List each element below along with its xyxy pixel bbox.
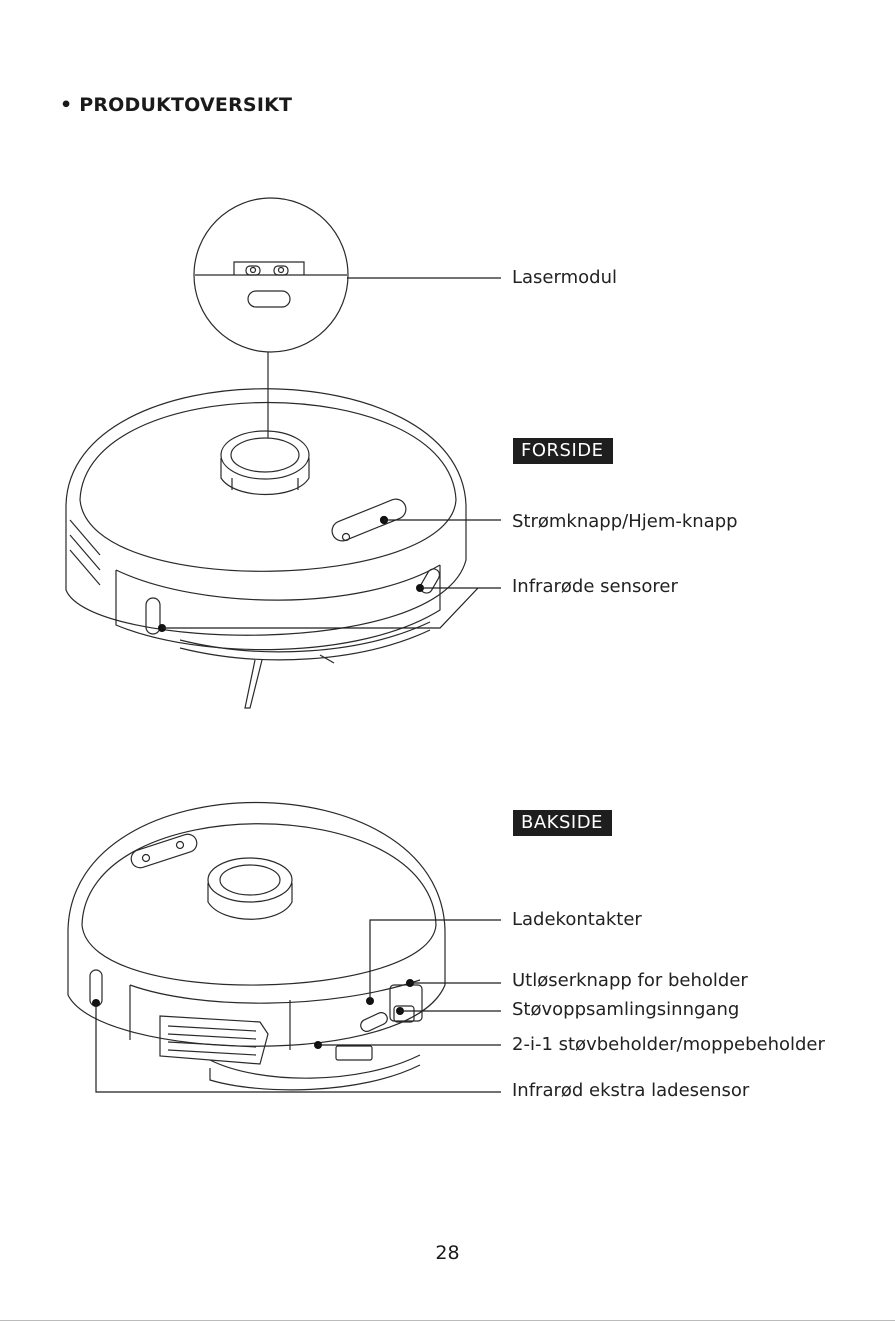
label-ir-aux-sensor: Infrarød ekstra ladesensor	[512, 1082, 749, 1100]
tag-forside: FORSIDE	[513, 438, 613, 464]
tag-bakside: BAKSIDE	[513, 810, 612, 836]
label-laser-module: Lasermodul	[512, 269, 617, 287]
robot-front-illustration	[0, 0, 895, 760]
label-dust-bin: 2-i-1 støvbeholder/moppebeholder	[512, 1036, 825, 1054]
front-callouts	[158, 278, 501, 632]
label-bin-release: Utløserknapp for beholder	[512, 972, 748, 990]
label-ir-sensors: Infrarøde sensorer	[512, 578, 678, 596]
label-charge-contacts: Ladekontakter	[512, 911, 642, 929]
back-callouts	[92, 920, 501, 1092]
robot-back-body	[68, 803, 445, 1090]
robot-front-body	[66, 389, 466, 708]
bottom-rule	[0, 1320, 895, 1321]
label-dust-inlet: Støvoppsamlingsinngang	[512, 1001, 739, 1019]
label-power-button: Strømknapp/Hjem-knapp	[512, 513, 738, 531]
page-number: 28	[0, 1242, 895, 1264]
